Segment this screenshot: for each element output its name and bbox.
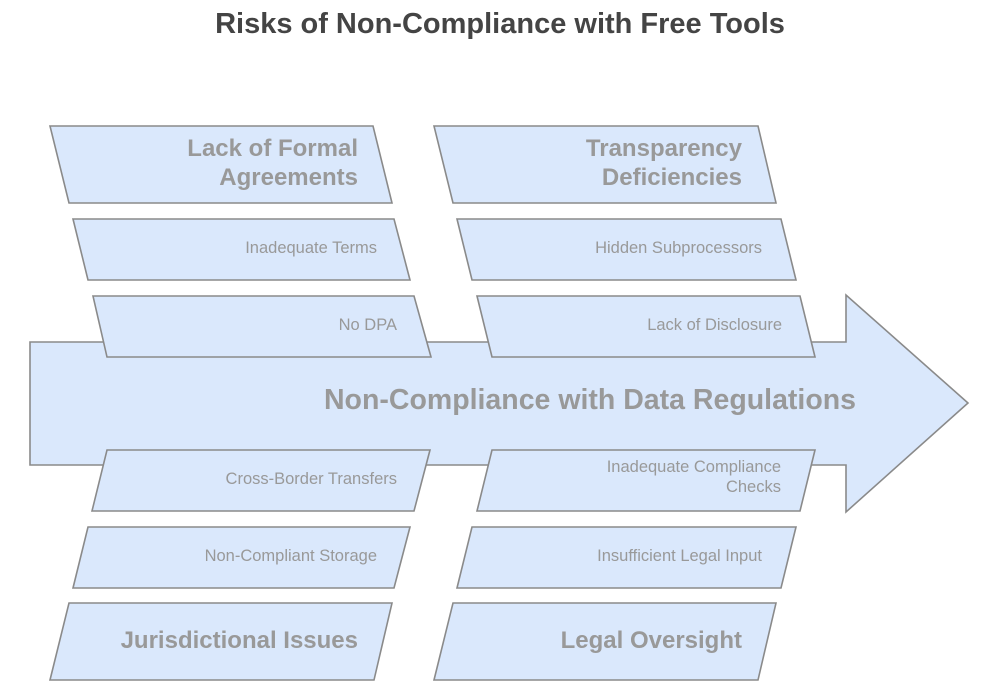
category-label-line: Transparency	[585, 135, 742, 162]
category-label-legal-oversight: Legal Oversight	[560, 627, 742, 654]
spine-label: Non-Compliance with Data Regulations	[323, 384, 857, 416]
cause-box-lack-of-disclosure	[475, 295, 817, 358]
cause-label-line: Checks	[725, 477, 781, 496]
category-label-line: Lack of Formal	[187, 135, 358, 162]
cause-label-lack-of-disclosure: Lack of Disclosure	[647, 316, 782, 334]
category-label-line: Agreements	[219, 163, 358, 191]
category-label-lack-of-formal-agreements: Lack of Formal Agreements	[187, 135, 358, 193]
cause-label-hidden-subprocessors: Hidden Subprocessors	[595, 239, 762, 257]
category-box-lack-of-formal-agreements	[48, 125, 394, 204]
cause-label-no-dpa: No DPA	[338, 316, 397, 334]
cause-box-inadequate-terms	[71, 218, 412, 281]
category-box-legal-oversight	[432, 602, 778, 681]
cause-box-non-compliant-storage	[71, 526, 412, 589]
cause-label-line: Inadequate Compliance	[606, 458, 781, 476]
cause-label-inadequate-terms: Inadequate Terms	[245, 239, 377, 257]
cause-box-hidden-subprocessors	[455, 218, 798, 281]
category-label-line: Deficiencies	[601, 163, 742, 191]
cause-label-non-compliant-storage: Non-Compliant Storage	[204, 547, 377, 565]
category-box-transparency-deficiencies	[432, 125, 778, 204]
cause-box-cross-border-transfers	[90, 449, 432, 512]
cause-label-inadequate-compliance-checks: Inadequate Compliance Checks	[607, 458, 781, 498]
cause-box-insufficient-legal-input	[455, 526, 798, 589]
category-label-jurisdictional-issues: Jurisdictional Issues	[120, 627, 358, 654]
cause-label-cross-border-transfers: Cross-Border Transfers	[225, 470, 397, 488]
category-box-jurisdictional-issues	[48, 602, 394, 681]
cause-label-insufficient-legal-input: Insufficient Legal Input	[597, 547, 762, 565]
cause-box-no-dpa	[91, 295, 433, 358]
cause-box-inadequate-compliance-checks	[475, 449, 817, 512]
diagram-title: Risks of Non-Compliance with Free Tools	[215, 8, 785, 40]
category-label-transparency-deficiencies: Transparency Deficiencies	[586, 135, 742, 193]
